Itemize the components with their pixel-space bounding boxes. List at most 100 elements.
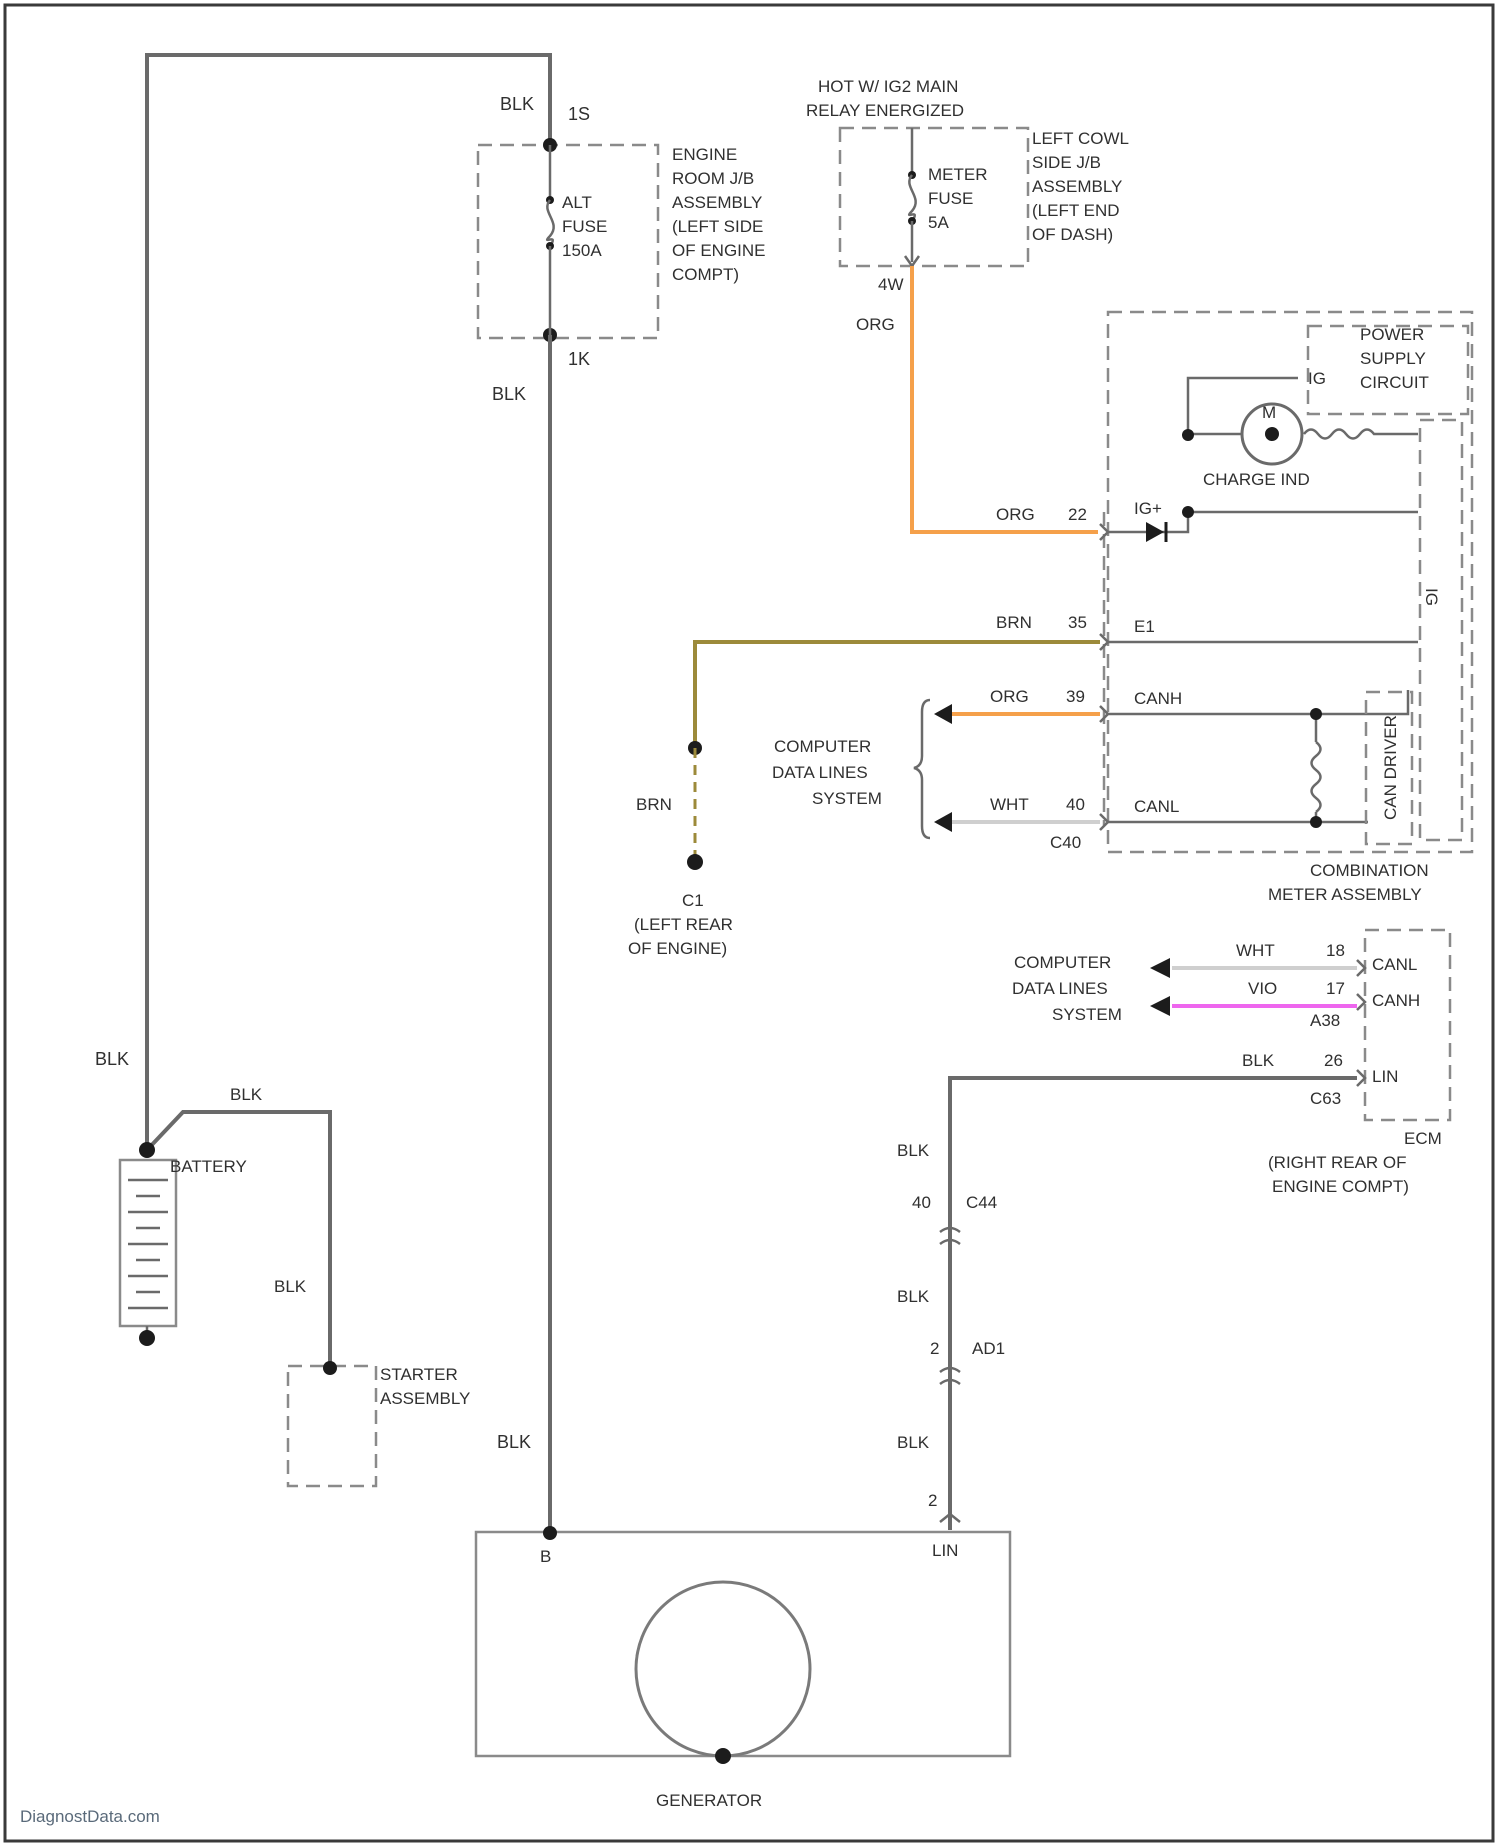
wire-label-brn: BRN bbox=[996, 613, 1032, 632]
org-ig-wire bbox=[912, 266, 1098, 532]
lamp-coil bbox=[1304, 430, 1418, 439]
svg-text:COMPUTER: COMPUTER bbox=[1014, 953, 1111, 972]
junction-dot bbox=[1182, 429, 1194, 441]
junction-dot bbox=[1310, 708, 1322, 720]
canl-label-ecm: CANL bbox=[1372, 955, 1417, 974]
generator-label: GENERATOR bbox=[656, 1791, 762, 1810]
starter-label: STARTER ASSEMBLY bbox=[380, 1365, 470, 1408]
meter-fuse-label-2: FUSE bbox=[928, 189, 973, 208]
ig-plus-diode bbox=[1146, 522, 1164, 542]
lamp-m-symbol: M bbox=[1262, 403, 1276, 422]
wire-label-blk-starter-2: BLK bbox=[274, 1277, 307, 1296]
hot-label-2: RELAY ENERGIZED bbox=[806, 101, 964, 120]
canh-arrow bbox=[934, 704, 952, 724]
pin-2-ad1: 2 bbox=[930, 1339, 939, 1358]
combination-meter-label: COMBINATION METER ASSEMBLY bbox=[1268, 861, 1429, 904]
svg-text:SYSTEM: SYSTEM bbox=[812, 789, 882, 808]
combination-meter-box bbox=[1108, 312, 1472, 852]
battery-to-starter-wire bbox=[147, 1112, 330, 1368]
starter-assembly-box bbox=[288, 1366, 376, 1486]
pin-39: 39 bbox=[1066, 687, 1085, 706]
svg-text:ECM: ECM bbox=[1404, 1129, 1442, 1148]
wire-label-wht-ecm: WHT bbox=[1236, 941, 1275, 960]
alt-fuse-label-1: ALT bbox=[562, 193, 592, 212]
wire-label-org-can: ORG bbox=[990, 687, 1029, 706]
svg-text:ASSEMBLY: ASSEMBLY bbox=[672, 193, 762, 212]
svg-text:DATA LINES: DATA LINES bbox=[1012, 979, 1108, 998]
watermark-text: DiagnostData.com bbox=[20, 1807, 160, 1826]
svg-text:ENGINE COMPT): ENGINE COMPT) bbox=[1272, 1177, 1409, 1196]
svg-text:(LEFT SIDE: (LEFT SIDE bbox=[672, 217, 763, 236]
alt-fuse-label-2: FUSE bbox=[562, 217, 607, 236]
pin-2-gen: 2 bbox=[928, 1491, 937, 1510]
wire-label-blk-left: BLK bbox=[95, 1049, 129, 1069]
wire-label-blk-gen: BLK bbox=[497, 1432, 531, 1452]
wire-label-vio: VIO bbox=[1248, 979, 1277, 998]
pin-17: 17 bbox=[1326, 979, 1345, 998]
can-driver-lead bbox=[1368, 690, 1408, 714]
pin-26: 26 bbox=[1324, 1051, 1343, 1070]
ecm-canh-arrow bbox=[1150, 996, 1170, 1016]
alt-fuse-symbol bbox=[547, 200, 554, 246]
svg-text:(LEFT END: (LEFT END bbox=[1032, 201, 1120, 220]
svg-text:POWER: POWER bbox=[1360, 325, 1424, 344]
lin-wire bbox=[950, 1078, 1357, 1530]
meter-fuse-symbol bbox=[909, 175, 916, 221]
computer-data-lines-label-1: COMPUTER DATA LINES SYSTEM bbox=[772, 737, 882, 808]
svg-text:COMPUTER: COMPUTER bbox=[774, 737, 871, 756]
wire-label-wht: WHT bbox=[990, 795, 1029, 814]
pin-ig-inner: IG bbox=[1308, 369, 1326, 388]
battery-positive-terminal bbox=[139, 1142, 155, 1158]
meter-fuse-label-1: METER bbox=[928, 165, 988, 184]
svg-text:CIRCUIT: CIRCUIT bbox=[1360, 373, 1429, 392]
svg-text:LEFT COWL: LEFT COWL bbox=[1032, 129, 1129, 148]
alt-fuse-label-3: 150A bbox=[562, 241, 602, 260]
battery-to-jb-wire bbox=[147, 55, 550, 1150]
can-driver-label: CAN DRIVER bbox=[1381, 715, 1400, 820]
wire-label-blk-jb-out: BLK bbox=[492, 384, 526, 404]
ground-c1-label: C1 (LEFT REAR OF ENGINE) bbox=[628, 891, 733, 958]
lin-label-ecm: LIN bbox=[1372, 1067, 1398, 1086]
generator-ground bbox=[715, 1748, 731, 1764]
computer-data-lines-label-2: COMPUTER DATA LINES SYSTEM bbox=[1012, 953, 1122, 1024]
pin-1s: 1S bbox=[568, 104, 590, 124]
svg-text:SIDE J/B: SIDE J/B bbox=[1032, 153, 1101, 172]
svg-text:SYSTEM: SYSTEM bbox=[1052, 1005, 1122, 1024]
svg-text:SUPPLY: SUPPLY bbox=[1360, 349, 1426, 368]
connector-c40: C40 bbox=[1050, 833, 1081, 852]
svg-text:OF ENGINE: OF ENGINE bbox=[672, 241, 766, 260]
wire-label-org: ORG bbox=[856, 315, 895, 334]
diagram-frame bbox=[5, 5, 1493, 1841]
battery-ground bbox=[139, 1330, 155, 1346]
svg-text:ROOM J/B: ROOM J/B bbox=[672, 169, 754, 188]
ground-c1-point bbox=[687, 854, 703, 870]
pin-22: 22 bbox=[1068, 505, 1087, 524]
wire-label-blk-lin: BLK bbox=[1242, 1051, 1275, 1070]
canl-arrow bbox=[934, 812, 952, 832]
power-supply-circuit-label: POWER SUPPLY CIRCUIT bbox=[1360, 325, 1429, 392]
pin-40: 40 bbox=[1066, 795, 1085, 814]
pin-35: 35 bbox=[1068, 613, 1087, 632]
generator-box bbox=[476, 1532, 1010, 1756]
generator-b-terminal bbox=[543, 1526, 557, 1540]
junction-dot bbox=[1182, 506, 1194, 518]
wire-label-blk-lin-1: BLK bbox=[897, 1141, 930, 1160]
ecm-connector-marks bbox=[1357, 960, 1365, 1086]
lin-label-generator: LIN bbox=[932, 1541, 958, 1560]
connector-c44: C44 bbox=[966, 1193, 997, 1212]
ecm-label: ECM (RIGHT REAR OF ENGINE COMPT) bbox=[1268, 1129, 1442, 1196]
battery-cells bbox=[128, 1180, 168, 1308]
wire-label-blk-lin-2: BLK bbox=[897, 1287, 930, 1306]
svg-text:ENGINE: ENGINE bbox=[672, 145, 737, 164]
canh-label-ecm: CANH bbox=[1372, 991, 1420, 1010]
canh-label-meter: CANH bbox=[1134, 689, 1182, 708]
connector-a38: A38 bbox=[1310, 1011, 1340, 1030]
pin-4w: 4W bbox=[878, 275, 904, 294]
svg-text:STARTER: STARTER bbox=[380, 1365, 458, 1384]
svg-text:(RIGHT REAR OF: (RIGHT REAR OF bbox=[1268, 1153, 1407, 1172]
meter-ecu-box bbox=[1420, 420, 1462, 840]
wire-label-brn-lower: BRN bbox=[636, 795, 672, 814]
pin-40-c44: 40 bbox=[912, 1193, 931, 1212]
wire-label-blk-lin-3: BLK bbox=[897, 1433, 930, 1452]
